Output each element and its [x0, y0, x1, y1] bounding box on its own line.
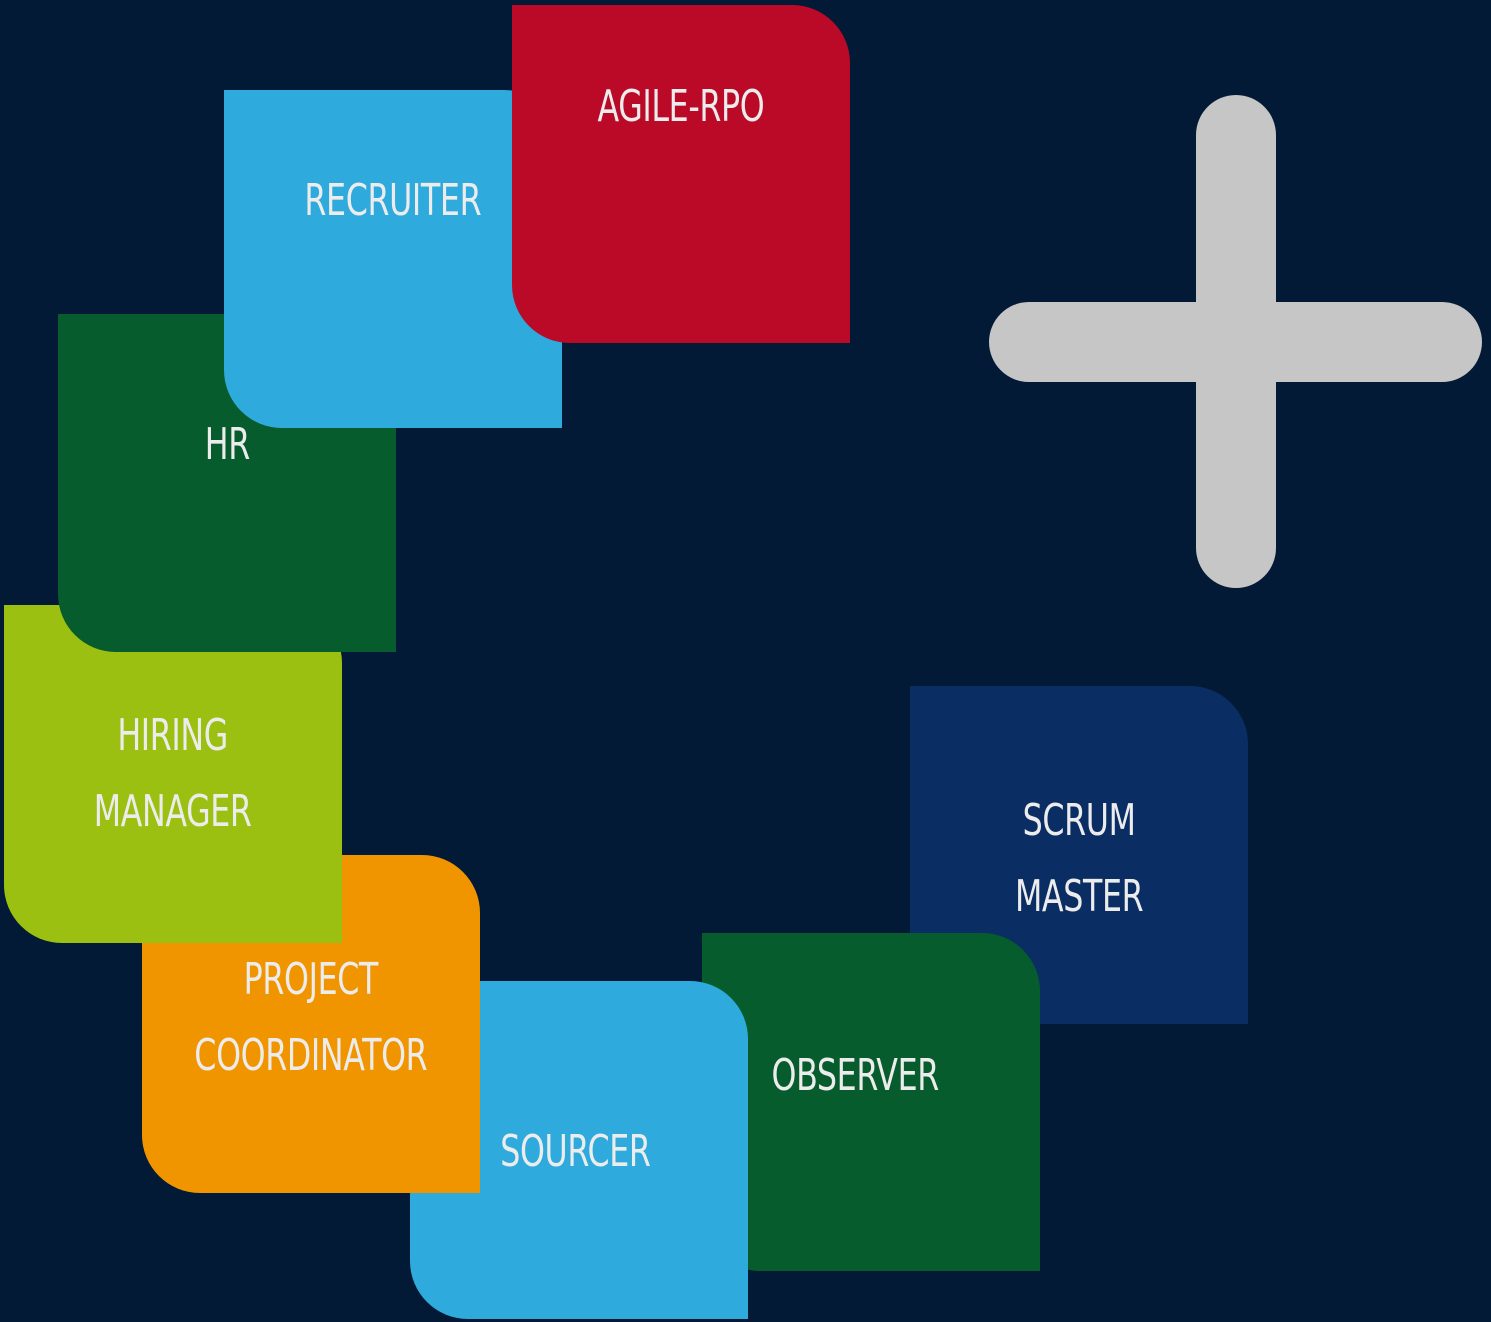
role-label-agile-rpo: AGILE-RPO	[597, 81, 765, 132]
role-label-hr: HR	[204, 419, 250, 470]
role-tile-agile-rpo: AGILE-RPO	[512, 5, 850, 343]
role-label-project-coordinator: PROJECT COORDINATOR	[194, 954, 428, 1081]
role-label-recruiter: RECRUITER	[304, 175, 482, 226]
role-label-hiring-manager: HIRING MANAGER	[94, 710, 252, 837]
role-label-scrum-master: SCRUM MASTER	[1014, 795, 1144, 922]
plus-icon-horizontal-bar	[989, 302, 1482, 382]
role-tile-hiring-manager: HIRING MANAGER	[4, 605, 342, 943]
role-tile-observer: OBSERVER	[702, 933, 1040, 1271]
role-tile-recruiter: RECRUITER	[224, 90, 562, 428]
role-label-observer: OBSERVER	[771, 1050, 939, 1101]
role-label-sourcer: SOURCER	[499, 1126, 651, 1177]
